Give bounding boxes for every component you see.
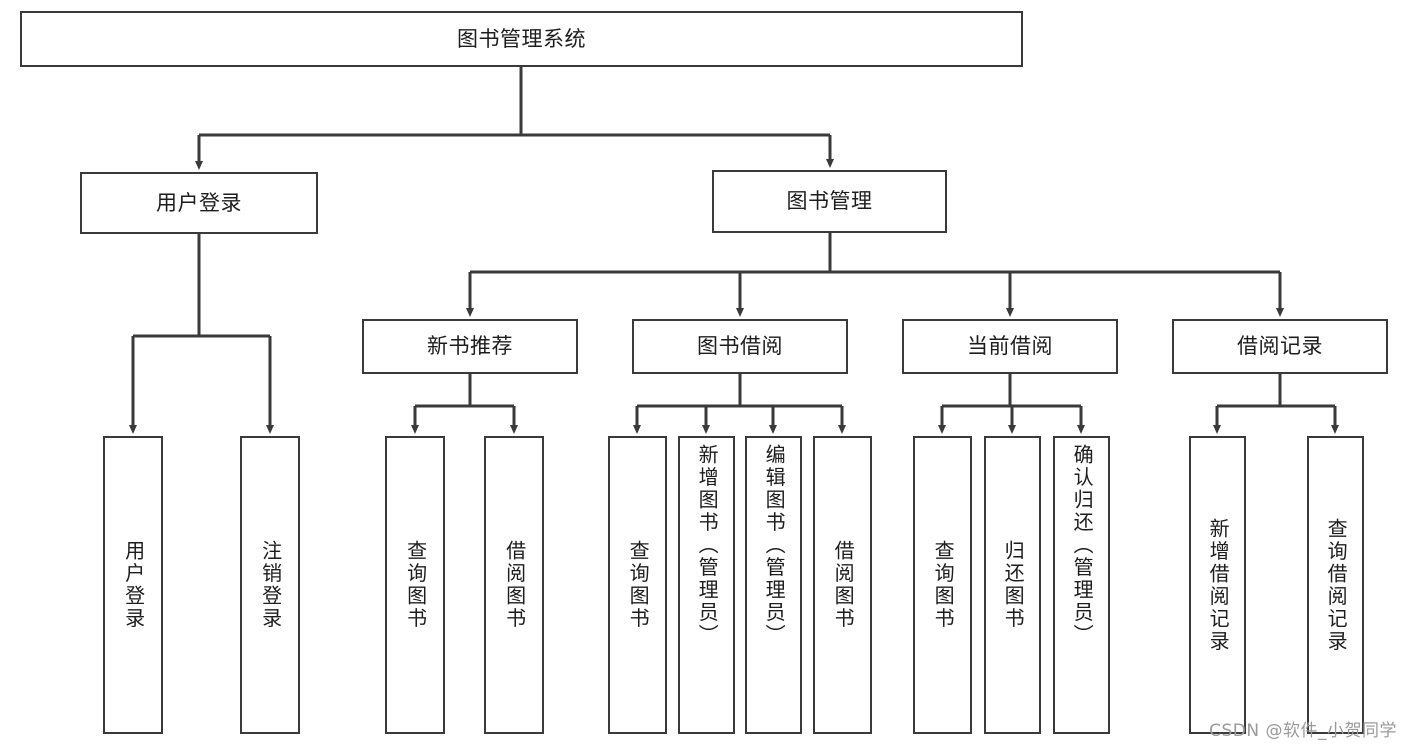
leaf-search-book-recommend-label: 查询图书	[403, 540, 428, 630]
leaf-search-borrow-record[interactable]: 查询借阅记录	[1307, 436, 1364, 734]
leaf-search-book-recommend[interactable]: 查询图书	[385, 436, 445, 734]
leaf-search-borrow-record-label: 查询借阅记录	[1324, 517, 1349, 653]
leaf-borrow-book-recommend-label: 借阅图书	[502, 540, 527, 630]
node-book-borrow-label: 图书借阅	[697, 334, 783, 359]
leaf-user-login-label: 用户登录	[121, 540, 146, 630]
node-user-login-label: 用户登录	[156, 190, 242, 215]
leaf-edit-book-admin[interactable]: 编辑图书（管理员）	[745, 436, 802, 734]
node-new-book-recommend[interactable]: 新书推荐	[362, 319, 578, 374]
leaf-logout-label: 注销登录	[258, 540, 283, 630]
leaf-return-book-label: 归还图书	[1001, 540, 1026, 630]
node-book-borrow[interactable]: 图书借阅	[632, 319, 848, 374]
node-user-login[interactable]: 用户登录	[80, 172, 318, 234]
node-root[interactable]: 图书管理系统	[20, 11, 1023, 67]
node-book-management-label: 图书管理	[786, 189, 873, 214]
leaf-add-book-admin-label: 新增图书（管理员）	[695, 444, 720, 647]
node-new-book-recommend-label: 新书推荐	[427, 334, 513, 359]
leaf-logout[interactable]: 注销登录	[240, 436, 300, 734]
leaf-search-book-borrow-label: 查询图书	[626, 540, 651, 630]
node-borrow-record-label: 借阅记录	[1237, 334, 1323, 359]
leaf-user-login[interactable]: 用户登录	[103, 436, 163, 734]
node-borrow-record[interactable]: 借阅记录	[1172, 319, 1388, 374]
leaf-edit-book-admin-label: 编辑图书（管理员）	[762, 444, 787, 647]
leaf-borrow-book-recommend[interactable]: 借阅图书	[484, 436, 544, 734]
leaf-confirm-return-admin[interactable]: 确认归还（管理员）	[1053, 436, 1110, 734]
node-current-borrow-label: 当前借阅	[967, 334, 1053, 359]
leaf-search-book-current-label: 查询图书	[931, 540, 956, 630]
leaf-add-book-admin[interactable]: 新增图书（管理员）	[678, 436, 735, 734]
leaf-search-book-borrow[interactable]: 查询图书	[608, 436, 667, 734]
leaf-return-book[interactable]: 归还图书	[984, 436, 1041, 734]
watermark-text: CSDN @软件_小贺同学	[1209, 721, 1397, 741]
leaf-add-borrow-record[interactable]: 新增借阅记录	[1189, 436, 1246, 734]
leaf-confirm-return-admin-label: 确认归还（管理员）	[1070, 444, 1095, 647]
leaf-borrow-book[interactable]: 借阅图书	[813, 436, 872, 734]
node-root-label: 图书管理系统	[457, 26, 586, 51]
node-current-borrow[interactable]: 当前借阅	[902, 319, 1118, 374]
leaf-add-borrow-record-label: 新增借阅记录	[1206, 517, 1231, 653]
leaf-borrow-book-label: 借阅图书	[831, 540, 856, 630]
leaf-search-book-current[interactable]: 查询图书	[913, 436, 972, 734]
node-book-management[interactable]: 图书管理	[712, 170, 947, 233]
